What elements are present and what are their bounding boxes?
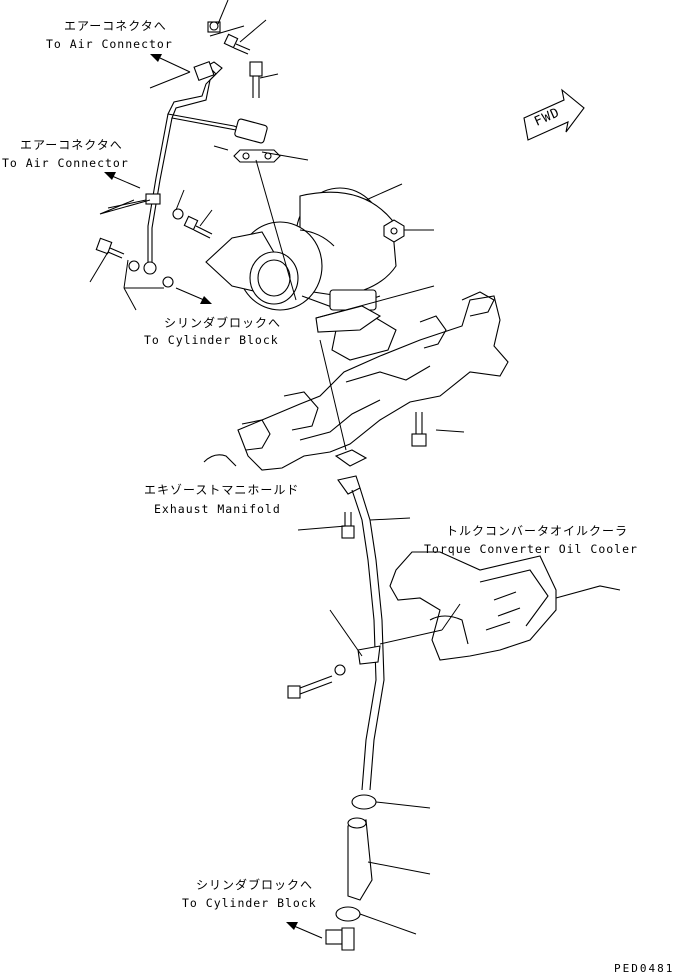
hose-clamp-upper <box>351 794 377 810</box>
cylinder-block-upper-en-label: To Cylinder Block <box>144 333 279 347</box>
nut-right <box>383 219 405 243</box>
bolt-vertical <box>249 61 263 98</box>
bolt-drain-upper <box>341 512 355 539</box>
hose-clamp-lower <box>335 906 361 922</box>
washer-top-hole <box>209 21 219 31</box>
air-connector-mid-en-label: To Air Connector <box>2 156 129 170</box>
leader-lines <box>89 0 465 935</box>
air-connector-mid-jp-label: エアーコネクタへ <box>20 138 123 152</box>
cylinder-block-upper-jp-label: シリンダブロックへ <box>164 316 282 330</box>
exhaust-manifold-en-label: Exhaust Manifold <box>154 502 281 516</box>
fwd-arrow <box>523 88 585 141</box>
bolt-top-small <box>223 33 251 55</box>
torque-converter-en-label: Torque Converter Oil Cooler <box>424 542 638 556</box>
drawing-code: PED0481 <box>614 962 675 975</box>
bolt-left <box>95 237 125 259</box>
clip-mid <box>145 193 161 205</box>
washer-left <box>128 260 140 272</box>
cylinder-block-lower-en-label: To Cylinder Block <box>182 896 317 910</box>
washer-mid <box>172 208 184 220</box>
bolt-manifold <box>411 412 427 447</box>
arrow-air-connector-top <box>150 54 191 73</box>
torque-converter-oil-cooler <box>389 551 621 661</box>
torque-converter-jp-label: トルクコンバータオイルクーラ <box>446 524 629 538</box>
washer-lower <box>162 276 174 288</box>
bolt-mid <box>183 215 213 239</box>
air-connector-top-jp-label: エアーコネクタへ <box>64 19 167 33</box>
bolt-horizontal <box>287 664 346 699</box>
cylinder-block-lower-jp-label: シリンダブロックへ <box>196 878 314 892</box>
gasket-upper <box>233 149 281 163</box>
exhaust-manifold <box>203 291 509 471</box>
arrow-air-connector-mid <box>104 172 141 189</box>
exhaust-manifold-jp-label: エキゾーストマニホールド <box>144 483 300 497</box>
arrow-cylinder-block-lower <box>286 922 323 939</box>
hose <box>347 817 373 901</box>
pipe-end-fitting <box>143 261 157 275</box>
air-connector-top-en-label: To Air Connector <box>46 37 173 51</box>
elbow-fitting <box>325 927 355 951</box>
turbocharger <box>205 187 397 311</box>
air-pipe-upper <box>147 60 268 262</box>
oil-drain-tube <box>334 449 385 791</box>
arrow-cylinder-block-upper <box>175 287 212 304</box>
